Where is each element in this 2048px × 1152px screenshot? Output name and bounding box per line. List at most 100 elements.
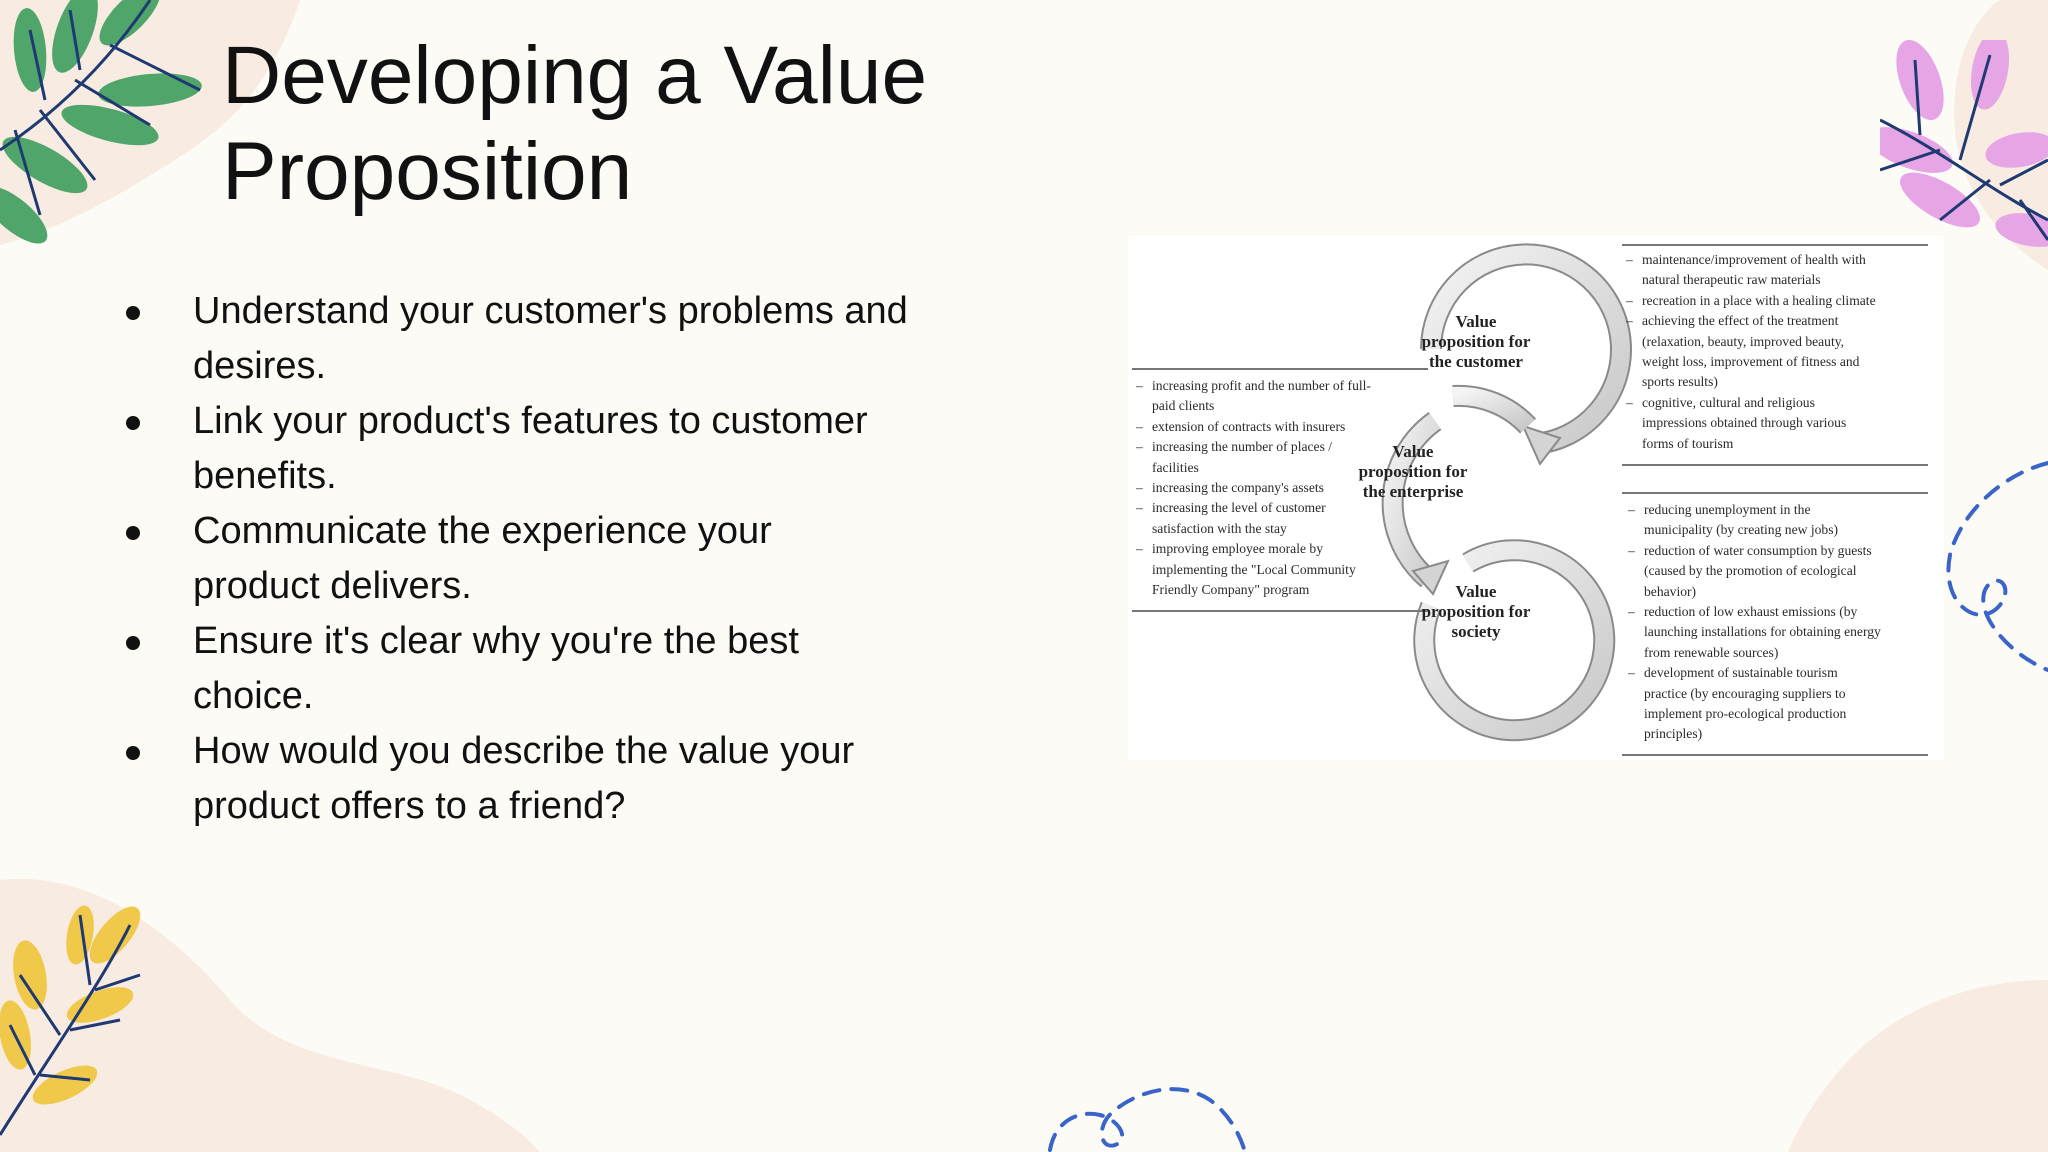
- dash-marker: –: [1626, 292, 1633, 308]
- bullet-text-line: desires.: [193, 345, 327, 387]
- list-item-line: sports results): [1642, 374, 1718, 390]
- list-item-line: practice (by encouraging suppliers to: [1644, 685, 1846, 701]
- enterprise-ring-arrow: [1381, 384, 1537, 596]
- dash-marker: –: [1136, 541, 1143, 557]
- title-line: Developing a Value: [222, 30, 928, 121]
- list-item: – increasing the number of places / faci…: [1136, 437, 1421, 478]
- dash-marker: –: [1136, 439, 1143, 455]
- list-item-line: reduction of water consumption by guests: [1644, 542, 1872, 558]
- list-item-line: from renewable sources): [1644, 644, 1779, 660]
- list-item-line: forms of tourism: [1642, 435, 1734, 451]
- society-circle-label: Value proposition for society: [1401, 582, 1551, 642]
- dash-marker: –: [1626, 394, 1633, 410]
- list-item-line: municipality (by creating new jobs): [1644, 522, 1839, 538]
- dashed-swirl-icon: [1946, 461, 2048, 672]
- list-item: – increasing the company's assets: [1136, 478, 1421, 498]
- divider-line: [1132, 368, 1428, 370]
- list-item-line: extension of contracts with insurers: [1152, 418, 1346, 434]
- list-item-line: implement pro-ecological production: [1644, 706, 1847, 722]
- circle-label-line: the customer: [1429, 352, 1523, 371]
- customer-ring-arrow: [1420, 243, 1632, 466]
- circle-label-line: proposition for: [1358, 462, 1468, 481]
- list-item: – reducing unemployment in the municipal…: [1628, 500, 1938, 541]
- dash-marker: –: [1136, 480, 1143, 496]
- list-item-line: maintenance/improvement of health with: [1642, 252, 1866, 267]
- dash-marker: –: [1626, 252, 1633, 267]
- divider-line: [1622, 754, 1928, 756]
- list-item-line: facilities: [1152, 459, 1199, 475]
- dashed-swirl-icon: [1048, 1087, 1247, 1152]
- list-item-line: increasing the level of customer: [1152, 500, 1326, 516]
- list-item: – recreation in a place with a healing c…: [1626, 291, 1936, 311]
- list-item-line: natural therapeutic raw materials: [1642, 272, 1821, 288]
- list-item-line: reducing unemployment in the: [1644, 502, 1811, 517]
- divider-line: [1622, 244, 1928, 246]
- dash-marker: –: [1136, 418, 1143, 434]
- list-item-line: increasing profit and the number of full…: [1152, 378, 1371, 393]
- circle-label-line: proposition for: [1421, 602, 1531, 621]
- divider-line: [1622, 464, 1928, 466]
- bullet-text-line: How would you describe the value your: [193, 730, 855, 772]
- list-item: – reduction of low exhaust emissions (by…: [1628, 602, 1938, 663]
- dash-marker: –: [1628, 542, 1635, 558]
- bullet-list: Understand your customer's problems and …: [120, 284, 1000, 834]
- value-proposition-diagram: Value proposition for the customer Value…: [1128, 236, 1944, 760]
- bullet-dot-icon: [126, 306, 140, 320]
- bullet-item: How would you describe the value your pr…: [120, 724, 1000, 834]
- list-item-line: (caused by the promotion of ecological: [1644, 563, 1857, 579]
- list-item-line: satisfaction with the stay: [1152, 520, 1287, 536]
- dash-marker: –: [1136, 500, 1143, 516]
- list-item: – extension of contracts with insurers: [1136, 417, 1421, 437]
- list-item-line: achieving the effect of the treatment: [1642, 313, 1839, 329]
- bullet-text-line: product delivers.: [193, 565, 472, 607]
- list-item: – reduction of water consumption by gues…: [1628, 541, 1938, 602]
- enterprise-benefits-list: – increasing profit and the number of fu…: [1136, 376, 1421, 600]
- divider-line: [1132, 610, 1428, 612]
- list-item-line: impressions obtained through various: [1642, 415, 1847, 431]
- bullet-item: Ensure it's clear why you're the best ch…: [120, 614, 1000, 724]
- bullet-text-line: Link your product's features to customer: [193, 400, 868, 442]
- list-item-line: (relaxation, beauty, improved beauty,: [1642, 333, 1845, 349]
- dash-marker: –: [1136, 378, 1143, 393]
- customer-benefits-list: – maintenance/improvement of health with…: [1626, 250, 1936, 454]
- list-item: – cognitive, cultural and religious impr…: [1626, 393, 1936, 454]
- customer-circle-label: Value proposition for the customer: [1401, 312, 1551, 372]
- bullet-dot-icon: [126, 636, 140, 650]
- list-item-line: cognitive, cultural and religious: [1642, 394, 1815, 410]
- list-item: – development of sustainable tourism pra…: [1628, 663, 1938, 745]
- bullet-dot-icon: [126, 526, 140, 540]
- list-item-line: implementing the "Local Community: [1152, 561, 1356, 577]
- bullet-text-line: Communicate the experience your: [193, 510, 772, 552]
- bullet-text-line: Understand your customer's problems and: [193, 290, 908, 332]
- list-item-line: principles): [1644, 726, 1703, 742]
- list-item: – achieving the effect of the treatment …: [1626, 311, 1936, 393]
- diagram-arrows: [1381, 243, 1632, 742]
- divider-line: [1622, 492, 1928, 494]
- background-blob-bottom-left: [0, 878, 540, 1152]
- dash-marker: –: [1628, 604, 1635, 620]
- bullet-item: Understand your customer's problems and …: [120, 284, 1000, 394]
- list-item-line: increasing the company's assets: [1152, 480, 1324, 496]
- circle-label-line: proposition for: [1421, 332, 1531, 351]
- dash-marker: –: [1628, 665, 1635, 681]
- bullet-dot-icon: [126, 746, 140, 760]
- circle-label-line: the enterprise: [1362, 482, 1464, 501]
- list-item-line: development of sustainable tourism: [1644, 665, 1838, 681]
- dash-marker: –: [1626, 313, 1633, 329]
- bullet-item: Communicate the experience your product …: [120, 504, 1000, 614]
- society-benefits-list: – reducing unemployment in the municipal…: [1628, 500, 1938, 745]
- bullet-dot-icon: [126, 416, 140, 430]
- green-leaf-icon: [0, 0, 202, 244]
- bullet-text-line: choice.: [193, 675, 314, 717]
- background-blob-bottom-right: [1788, 980, 2048, 1152]
- list-item-line: Friendly Company" program: [1152, 582, 1310, 598]
- list-item-line: improving employee morale by: [1152, 541, 1324, 557]
- list-item: – maintenance/improvement of health with…: [1626, 250, 1936, 291]
- circle-label-line: Value: [1455, 582, 1497, 601]
- yellow-leaf-icon: [0, 905, 141, 1136]
- society-ring-arrow: [1413, 539, 1616, 742]
- title-line: Proposition: [222, 126, 633, 217]
- circle-label-line: society: [1451, 622, 1501, 641]
- dash-marker: –: [1628, 502, 1635, 517]
